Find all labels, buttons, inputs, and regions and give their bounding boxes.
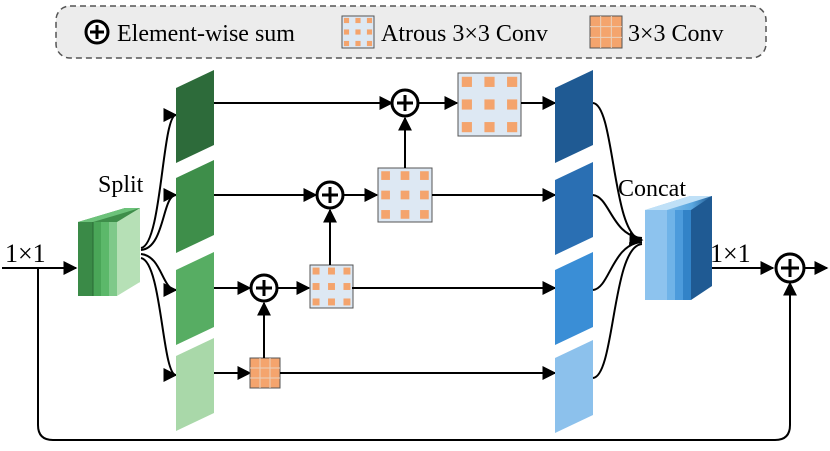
legend-box: Element-wise sum Atrous 3×3 Conv 3×3 Con… xyxy=(55,5,767,59)
feature-map-green-2 xyxy=(176,160,214,253)
sum-node-output xyxy=(774,252,806,284)
split-block xyxy=(78,208,140,296)
split-label: Split xyxy=(98,172,144,198)
atrous-conv-row1 xyxy=(457,72,522,137)
concat-merges xyxy=(592,102,644,379)
sum-node-row2 xyxy=(315,180,345,210)
feature-map-green-4 xyxy=(176,338,214,431)
feature-map-green-1 xyxy=(176,70,214,163)
sum-node-row3 xyxy=(249,273,279,303)
feature-map-blue-1 xyxy=(555,70,593,163)
feature-map-green-3 xyxy=(176,252,214,345)
residual-skip-arrow xyxy=(37,268,797,441)
concat-block xyxy=(645,196,712,300)
split-branches xyxy=(140,108,178,382)
legend-atrous-icon xyxy=(341,15,375,49)
feature-map-blue-2 xyxy=(555,162,593,255)
atrous-conv-row2 xyxy=(377,167,433,223)
legend-conv-icon xyxy=(589,15,623,49)
legend-conv-label: 3×3 Conv xyxy=(628,21,724,47)
feature-map-blue-4 xyxy=(555,340,593,433)
input-conv-label: 1×1 xyxy=(5,239,46,268)
concat-label: Concat xyxy=(618,176,686,202)
feature-map-blue-3 xyxy=(555,252,593,345)
output-conv-label: 1×1 xyxy=(710,239,751,268)
legend-atrous-label: Atrous 3×3 Conv xyxy=(381,21,548,47)
sum-node-row1 xyxy=(390,88,420,118)
legend-sum-label: Element-wise sum xyxy=(117,21,295,47)
atrous-conv-row3 xyxy=(309,264,354,309)
legend-sum-icon xyxy=(84,19,110,45)
conv3x3-row4 xyxy=(249,357,281,389)
